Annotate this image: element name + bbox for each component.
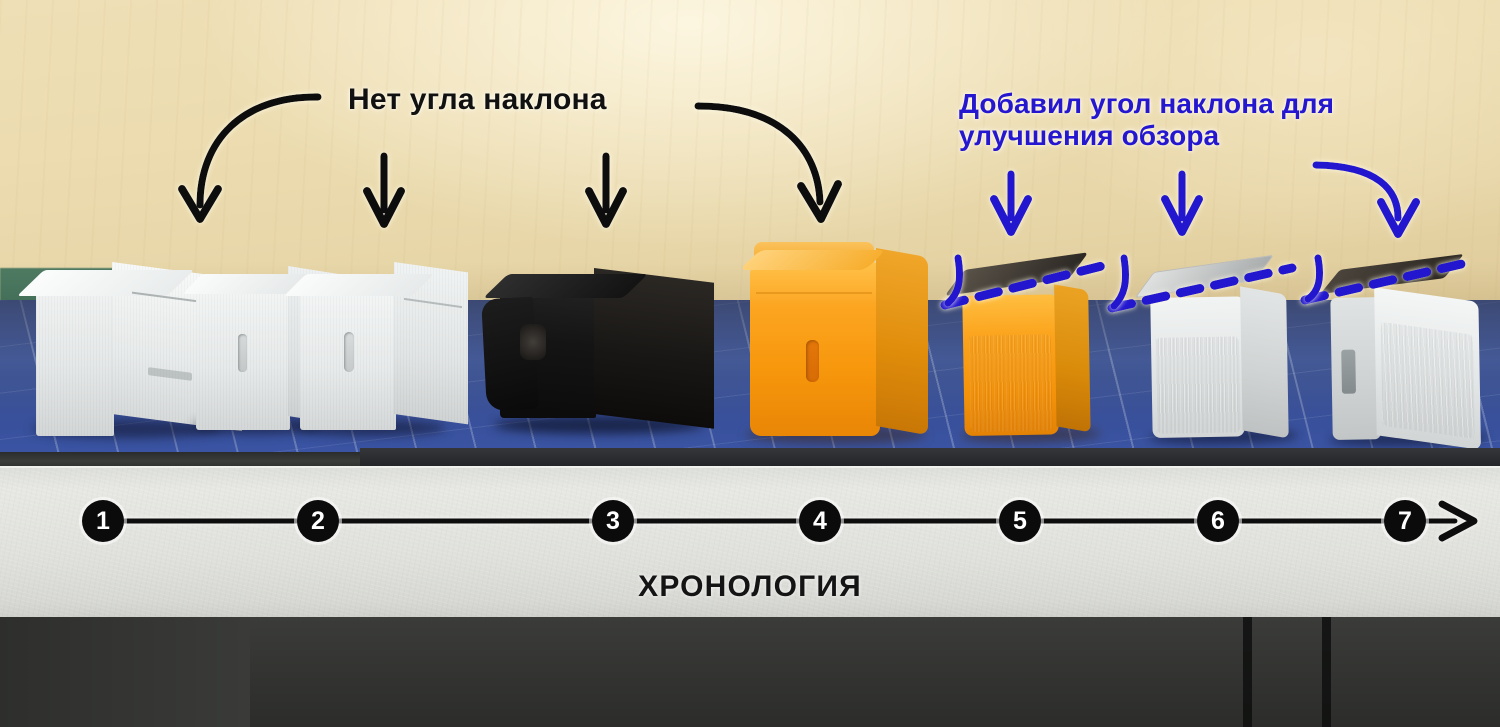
angle-arc-item-7	[1304, 254, 1324, 303]
table-edge-dark-strip-right	[360, 448, 1500, 466]
timeline-arrow-head	[1438, 500, 1478, 542]
tilt-line-item-5	[940, 260, 1111, 310]
straight-arrow-to-item-3	[585, 152, 627, 228]
table-front-panel	[0, 468, 1500, 620]
timeline-node-3[interactable]: 3	[592, 500, 634, 542]
timeline-node-2[interactable]: 2	[297, 500, 339, 542]
added-tilt-angle-label: Добавил угол наклона для улучшения обзор…	[959, 88, 1335, 151]
angle-arc-item-6	[1110, 254, 1130, 310]
timeline-node-5[interactable]: 5	[999, 500, 1041, 542]
tilt-line-item-6	[1107, 263, 1297, 313]
timeline-node-6[interactable]: 6	[1197, 500, 1239, 542]
blue-tilt-indicator-lines	[940, 257, 1475, 313]
floor-left-shadow	[0, 617, 250, 727]
angle-arc-item-5	[944, 254, 964, 307]
timeline-caption: ХРОНОЛОГИЯ	[638, 570, 862, 603]
blue-annotation-arrows	[990, 161, 1420, 238]
plywood-wall-background	[0, 0, 1500, 300]
black-annotation-arrows	[178, 93, 842, 228]
straight-arrow-to-item-2	[363, 152, 405, 228]
curved-arrow-to-item-7	[1312, 161, 1420, 238]
tilt-line-item-7	[1300, 257, 1475, 305]
timeline-node-7[interactable]: 7	[1384, 500, 1426, 542]
timeline-node-4[interactable]: 4	[799, 500, 841, 542]
floor-cabinet-dark-area	[0, 617, 1500, 727]
straight-arrow-to-item-5	[990, 170, 1032, 236]
straight-arrow-to-item-6	[1161, 170, 1203, 236]
no-tilt-angle-label: Нет угла наклона	[348, 83, 607, 116]
curved-arrow-to-item-1	[178, 93, 322, 223]
curved-arrow-to-item-4	[694, 102, 842, 223]
blue-angle-arc-marks	[944, 254, 1324, 310]
timeline-node-1[interactable]: 1	[82, 500, 124, 542]
